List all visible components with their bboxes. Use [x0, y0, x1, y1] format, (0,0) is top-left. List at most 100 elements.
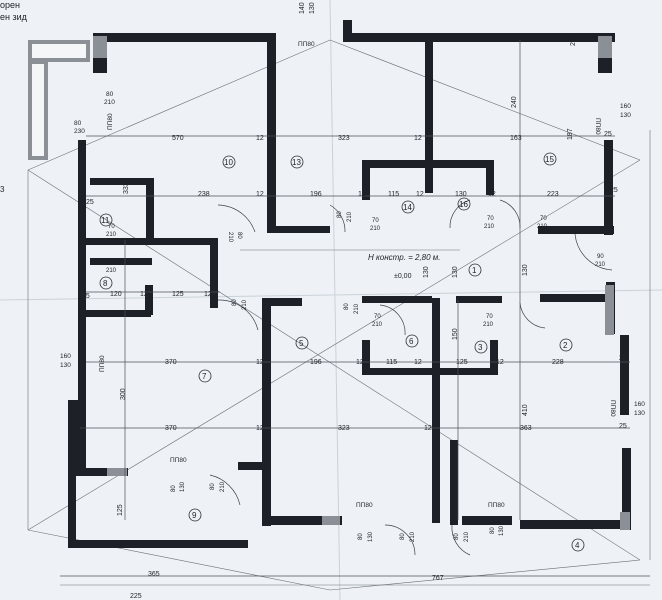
room-number: 6 [409, 337, 414, 346]
top-dimensions: 140 130 25 [135, 2, 316, 42]
dim-label: 225 [130, 593, 142, 600]
dim-label: 196 [310, 191, 322, 198]
window-size-labels: 80 210 80 230 160 130 160 130 160 130 [60, 91, 645, 417]
door-height: 210 [483, 322, 494, 328]
dim-label: 12 [414, 359, 422, 366]
room-number: 3 [478, 343, 483, 352]
window-labels: ПП80 ПП80 ПП80 ПП80 ПП80 ПП80 ПП80 ПП80 [99, 41, 616, 509]
door-width: 70 [108, 224, 115, 230]
door-width: 70 [486, 314, 493, 320]
dim-label: 570 [172, 135, 184, 142]
dim-label: 12 [416, 191, 424, 198]
row2-dimensions: 238 12 196 12 115 12 130 12 223 25 [198, 187, 618, 198]
dim-label: 150 [452, 328, 459, 340]
window-label: ПП80 [170, 457, 187, 464]
door-width: 70 [374, 314, 381, 320]
room-number: 16 [459, 200, 468, 209]
dim-label: 12 [496, 359, 504, 366]
window-label: ПП80 [107, 113, 114, 130]
room-number: 15 [545, 155, 554, 164]
door-width: 70 [487, 216, 494, 222]
door-height: 210 [242, 299, 248, 310]
door-width: 70 [540, 216, 547, 222]
dim-label: 163 [510, 135, 522, 142]
door-height: 210 [227, 232, 233, 243]
dim-label: 12 [488, 191, 496, 198]
door-height: 210 [106, 268, 117, 274]
room-number: 9 [192, 511, 197, 520]
window-size: 130 [60, 362, 71, 369]
dim-label: 365 [148, 571, 160, 578]
height-note: H констр. = 2,80 м. [368, 253, 441, 262]
room-number: 1 [472, 266, 477, 275]
room-numbers: 1 2 3 4 5 6 7 8 9 10 11 13 14 15 16 [101, 155, 580, 550]
window-size: 160 [620, 103, 631, 110]
dim-label: 323 [338, 135, 350, 142]
door-width: 80 [171, 485, 177, 492]
door-labels: 80 210 80 210 70 210 70 210 70 210 90 21… [106, 211, 606, 542]
door-width: 80 [337, 211, 343, 218]
room-markers [99, 152, 585, 552]
door-height: 130 [180, 481, 186, 492]
door-width: 80 [454, 533, 460, 540]
dim-label: 767 [432, 575, 444, 582]
door-height: 210 [464, 531, 470, 542]
dim-label: 370 [165, 425, 177, 432]
dimension-lines [60, 40, 650, 577]
window-label: ПП80 [609, 400, 616, 417]
bottom-dimensions: 365 767 225 [130, 571, 444, 600]
door-height: 210 [372, 322, 383, 328]
dim-label: 25 [82, 293, 90, 300]
dim-label: 125 [172, 291, 184, 298]
dim-label: 370 [165, 359, 177, 366]
window-size: 210 [104, 99, 115, 106]
dim-label: 115 [386, 359, 397, 366]
dim-label: 363 [520, 425, 532, 432]
window-label: ПП80 [594, 118, 601, 135]
dim-label: 12 [256, 135, 264, 142]
room-number: 4 [575, 541, 580, 550]
door-width: 80 [236, 232, 242, 239]
room-number: 10 [224, 158, 233, 167]
dim-label: 300 [120, 388, 127, 400]
dim-label: 12 [140, 291, 148, 298]
room-number: 7 [202, 372, 207, 381]
window-size: 160 [60, 353, 71, 360]
dim-label: 228 [552, 359, 564, 366]
dim-label: 25 [570, 38, 577, 46]
dim-label: 12 [358, 191, 366, 198]
dim-label: 25 [610, 187, 618, 194]
dim-label: 25 [86, 199, 94, 206]
dim-label: 25 [76, 425, 84, 432]
edge-labels: орен ен зид 3 [0, 0, 28, 194]
row5-dimensions: 370 12 323 12 363 25 [165, 423, 627, 432]
dim-label: 240 [511, 96, 518, 108]
dim-label: 238 [198, 191, 210, 198]
window-label: ПП80 [488, 502, 505, 509]
room-number: 13 [292, 158, 301, 167]
level-mark: ±0,00 [394, 273, 412, 280]
top-dim-c: 25 [135, 34, 142, 42]
top-dim-a: 140 [299, 2, 306, 14]
annotations: H констр. = 2,80 м. ±0,00 [368, 253, 441, 280]
window-size: 130 [634, 410, 645, 417]
dim-label: 130 [455, 191, 467, 198]
window-label: ПП80 [356, 502, 373, 509]
dim-label: 223 [547, 191, 559, 198]
door-height: 210 [595, 262, 606, 268]
dim-label: 25 [619, 355, 627, 362]
dim-label: 120 [110, 291, 122, 298]
edge-label-top-left-2: ен зид [0, 12, 28, 22]
door-height: 210 [370, 226, 381, 232]
dim-label: 410 [522, 404, 529, 416]
room-number: 8 [103, 279, 108, 288]
door-height: 130 [499, 525, 505, 536]
window-size: 230 [74, 128, 85, 135]
dim-label: 25 [604, 131, 612, 138]
door-height: 210 [354, 303, 360, 314]
door-width: 70 [372, 218, 379, 224]
door-height: 210 [106, 232, 117, 238]
dim-label: 130 [522, 264, 529, 276]
top-dim-b: 130 [309, 2, 316, 14]
window-size: 80 [74, 120, 82, 127]
